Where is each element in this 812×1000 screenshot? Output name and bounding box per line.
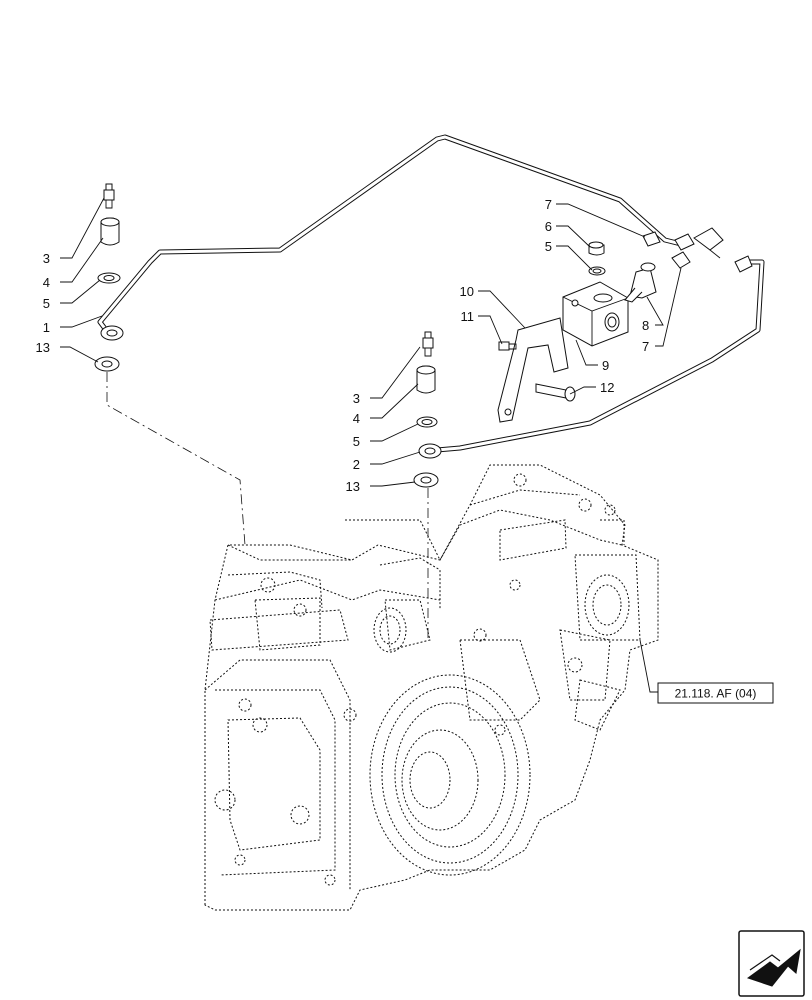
mounting-bracket [497,317,569,423]
reference-label[interactable]: 21.118. AF (04) [675,687,757,701]
reference-link[interactable]: 21.118. AF (04) [657,682,774,704]
assembly-centerlines [106,372,429,640]
callout-1: 1 [43,320,50,335]
reference-box[interactable] [657,682,774,704]
callout-7: 7 [545,197,552,212]
pipe-end-fitting [734,255,753,273]
callout-12: 12 [600,380,614,395]
callout-9: 9 [602,358,609,373]
valve-block [562,281,629,347]
banjo-eye [100,325,124,341]
pipe-2 [434,259,765,453]
callout-2: 2 [353,457,360,472]
arrow-icon[interactable] [738,930,805,997]
callout-5: 5 [353,434,360,449]
union-fitting [674,227,724,259]
middle-fitting-stack [413,331,442,488]
long-bolt [535,383,576,402]
sealing-washer [416,416,438,428]
callout-13: 13 [346,479,360,494]
sealing-washer [97,272,121,284]
callout-labels: 3 4 5 1 13 3 4 5 2 13 7 6 5 10 11 9 12 8… [36,197,650,494]
bleed-screw [103,183,115,209]
pipe-1 [97,134,688,333]
banjo-bolt [416,365,436,394]
callout-5: 5 [43,296,50,311]
pipe-nut [642,231,661,247]
banjo-bolt [100,217,120,246]
left-fitting-stack [94,183,124,372]
callout-13: 13 [36,340,50,355]
leader-lines [60,197,682,693]
callout-4: 4 [353,411,360,426]
pipe-nut [671,251,691,269]
sealing-ring [413,472,439,488]
callout-4: 4 [43,275,50,290]
callout-3: 3 [43,251,50,266]
valve-assembly [497,227,753,423]
callout-5: 5 [545,239,552,254]
callout-11: 11 [461,309,475,324]
small-bolt [498,341,517,351]
sealing-washer [588,266,606,276]
banjo-eye [418,443,442,459]
callout-6: 6 [545,219,552,234]
transmission-housing [204,464,659,911]
elbow-fitting [624,262,657,303]
callout-7: 7 [642,339,649,354]
callout-10: 10 [460,284,474,299]
bleed-screw [422,331,434,357]
callout-3: 3 [353,391,360,406]
plug [588,241,605,256]
callout-8: 8 [642,318,649,333]
sealing-ring [94,356,120,372]
